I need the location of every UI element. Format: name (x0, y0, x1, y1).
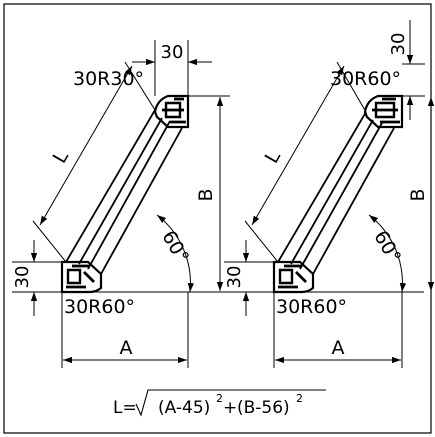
right-top-dim-label: 30 (388, 33, 409, 56)
right-length-ext-line (244, 220, 279, 263)
right-bottom-dim-label: 30 (224, 266, 245, 289)
formula: L= (A-45) 2 + (B-56) 2 (113, 389, 326, 418)
right-bottom-profile (272, 260, 315, 294)
right-figure: L 30 30R60° B 60° 30 30R60° A (224, 20, 435, 368)
right-length-ext-line-top (336, 61, 367, 113)
left-bottom-dim-label: 30 (12, 266, 33, 289)
right-top-profile (363, 94, 404, 129)
right-width-label: A (332, 337, 345, 359)
left-length-ext-line (32, 220, 67, 263)
formula-lhs: L= (113, 398, 137, 418)
formula-exponent-1: 2 (216, 392, 223, 405)
left-figure: L 30 30R30° B 60° 30 30R60° A (12, 40, 230, 368)
right-length-label: L (261, 147, 286, 168)
formula-term-2: (B-56) (237, 398, 290, 418)
left-length-dim-line (39, 65, 133, 226)
left-length-ext-line-top (124, 61, 156, 111)
formula-plus: + (223, 398, 237, 418)
right-length-dim-line (251, 65, 345, 226)
formula-exponent-2: 2 (296, 392, 303, 405)
left-top-dim-label: 30 (161, 42, 184, 63)
right-angle-arc (368, 214, 407, 293)
formula-term-1: (A-45) (158, 398, 210, 418)
right-bottom-fillet-label: 30R60° (276, 296, 347, 318)
left-angle-arc (156, 214, 195, 293)
left-length-label: L (49, 147, 74, 168)
left-top-profile (153, 94, 190, 129)
left-bottom-profile (60, 260, 103, 294)
formula-radical-sign (135, 389, 326, 417)
left-width-label: A (120, 337, 133, 359)
left-top-fillet-label: 30R30° (73, 68, 144, 90)
right-top-fillet-label: 30R60° (330, 68, 401, 90)
right-height-label: B (407, 188, 429, 201)
left-height-label: B (195, 188, 217, 201)
left-bottom-fillet-label: 30R60° (64, 296, 135, 318)
